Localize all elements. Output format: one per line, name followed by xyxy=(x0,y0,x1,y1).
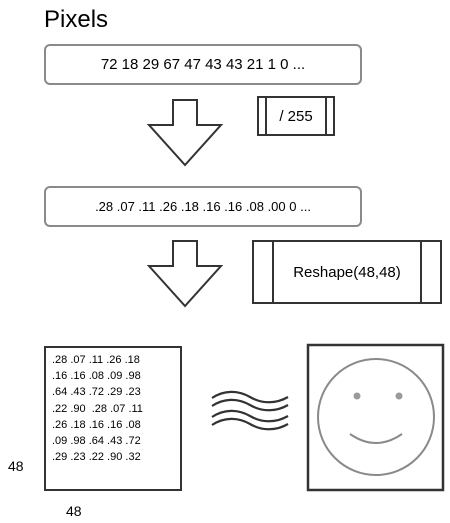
divide-operation-box: / 255 xyxy=(257,96,335,136)
normalized-values-box: .28 .07 .11 .26 .18 .16 .16 .08 .00 0 ..… xyxy=(44,186,362,227)
divide-operation-label: / 255 xyxy=(279,107,313,125)
matrix-width-label: 48 xyxy=(66,503,82,519)
pixel-values-box: 72 18 29 67 47 43 43 21 1 0 ... xyxy=(44,44,362,85)
down-arrow-icon xyxy=(146,99,224,167)
normalized-values-text: .28 .07 .11 .26 .18 .16 .16 .08 .00 0 ..… xyxy=(95,199,311,214)
reshape-operation-box: Reshape(48,48) xyxy=(252,240,442,304)
matrix-row: .22 .90 .28 .07 .11 xyxy=(52,402,143,415)
matrix-row: .64 .43 .72 .29 .23 xyxy=(52,386,141,399)
matrix-grid: .28 .07 .11 .26 .18 .16 .16 .08 .09 .98 … xyxy=(44,346,182,491)
pixel-values-text: 72 18 29 67 47 43 43 21 1 0 ... xyxy=(100,56,306,73)
smiley-face-icon xyxy=(317,358,435,476)
matrix-row: .29 .23 .22 .90 .32 xyxy=(52,451,141,464)
matrix-height-label: 48 xyxy=(8,458,24,474)
down-arrow-icon xyxy=(146,240,224,308)
matrix-row: .16 .16 .08 .09 .98 xyxy=(52,370,141,383)
matrix-row: .28 .07 .11 .26 .18 xyxy=(52,354,140,366)
approx-equal-icon xyxy=(211,390,289,431)
reshape-operation-label: Reshape(48,48) xyxy=(293,263,401,281)
diagram-title: Pixels xyxy=(44,6,109,33)
matrix-row: .26 .18 .16 .16 .08 xyxy=(52,418,141,431)
matrix-row: .09 .98 .64 .43 .72 xyxy=(52,435,141,448)
